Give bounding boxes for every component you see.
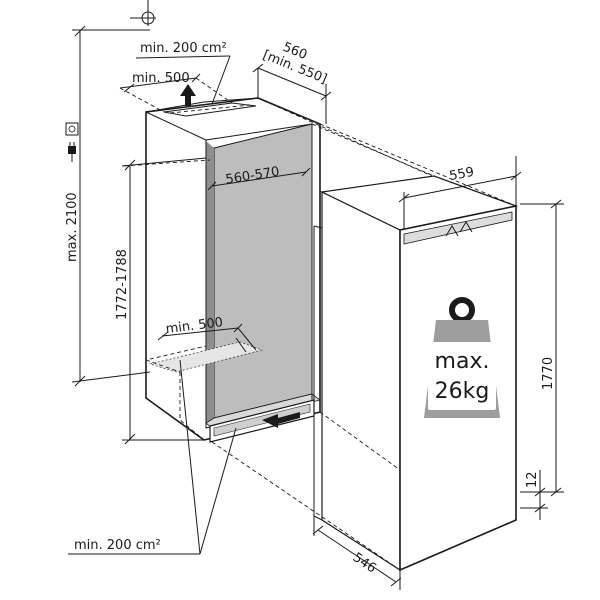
max-height-label: max. 2100 [65, 192, 80, 262]
appliance-height-label: 1770 [541, 357, 556, 390]
dim-niche-height [121, 157, 207, 445]
appliance-width-label: 559 [448, 165, 475, 184]
appliance-hinge-strip [403, 211, 513, 245]
weight-icon [424, 297, 500, 418]
top-vent-leaders [119, 55, 233, 113]
airflow-arrow-icon [180, 84, 196, 106]
power-socket-icon [65, 122, 79, 136]
appliance-body [313, 175, 519, 572]
dim-appliance-depth [312, 516, 402, 590]
bottom-vent-area [148, 341, 264, 373]
dim-appliance-width [398, 156, 522, 230]
airflow-arrow-icon [262, 412, 300, 428]
dim-bottom-vent-depth [157, 323, 257, 353]
dim-niche-width [252, 63, 332, 124]
niche-left-wall [206, 141, 214, 423]
plinth-offset-label: 12 [525, 471, 540, 488]
door-load-line1: max. [435, 349, 490, 374]
dim-appliance-height [520, 199, 564, 497]
dim-plinth-offset [520, 470, 548, 520]
installation-target-icon [130, 0, 156, 26]
power-plug-icon [68, 142, 76, 162]
dim-inner-width [207, 167, 311, 191]
vent-top-depth-label: min. 500 [132, 71, 190, 86]
projection-lines [123, 97, 517, 571]
appliance-side [321, 191, 401, 572]
vent-bottom-area-label: min. 200 cm² [74, 538, 161, 553]
door-load-line2: 26kg [435, 379, 490, 404]
bottom-vent-leaders [68, 359, 237, 555]
vent-bottom-depth-label: min. 500 [165, 315, 224, 337]
niche-height-label: 1772-1788 [115, 249, 130, 320]
niche-cabinet [145, 97, 321, 443]
dim-max-height [71, 25, 151, 387]
top-vent-opening [163, 102, 257, 117]
vent-top-area-label: min. 200 cm² [140, 41, 227, 56]
